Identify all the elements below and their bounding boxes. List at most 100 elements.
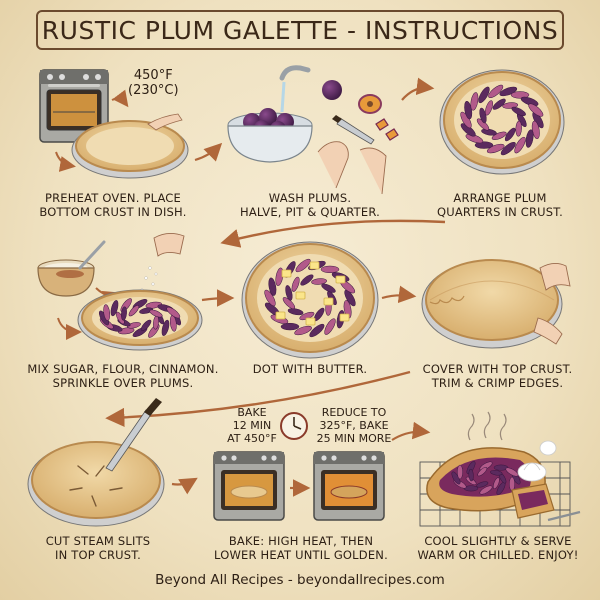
- hand-icon: [147, 113, 183, 131]
- step8-illustration: [213, 412, 431, 521]
- plum-slice: [499, 86, 518, 97]
- step6-illustration: [421, 259, 571, 349]
- plum-slice: [295, 258, 311, 273]
- plum-slice: [476, 481, 489, 488]
- step5-caption: DOT WITH BUTTER.: [252, 362, 368, 376]
- plum-slice: [504, 127, 516, 142]
- step5-illustration: [241, 241, 417, 359]
- plum-slice: [282, 297, 296, 310]
- step6-caption: COVER WITH TOP CRUST. TRIM & CRIMP EDGES…: [422, 362, 573, 390]
- step3-caption: ARRANGE PLUM QUARTERS IN CRUST.: [436, 191, 564, 219]
- plum-slice: [490, 470, 503, 476]
- page-title: RUSTIC PLUM GALETTE - INSTRUCTIONS: [41, 15, 559, 45]
- footer-credit: Beyond All Recipes - beyondallrecipes.co…: [155, 572, 445, 588]
- galette: [426, 447, 546, 512]
- plum-slice: [268, 277, 277, 296]
- plum-slice: [468, 468, 474, 482]
- plum-slice: [300, 274, 314, 286]
- fork-icon: [547, 510, 581, 522]
- step3-illustration: [439, 69, 565, 175]
- plum-slice: [486, 143, 505, 154]
- crimping-hand-lower: [533, 317, 563, 345]
- plum-slice: [264, 289, 276, 307]
- plum-slice: [294, 325, 312, 336]
- plum-slice: [492, 98, 506, 110]
- plum-slice: [515, 120, 522, 137]
- plum-slice: [481, 128, 497, 136]
- step9-illustration: [419, 411, 581, 527]
- reduce-note: REDUCE TO 325°F, BAKE 25 MIN MORE: [316, 406, 392, 445]
- plum-slice: [520, 96, 539, 107]
- knife-icon: [332, 115, 375, 145]
- plum-slice: [140, 319, 152, 331]
- bake-note: BAKE 12 MIN AT 450°F: [227, 406, 277, 445]
- plum-slice: [478, 86, 490, 104]
- oven-icon-high-heat: [213, 451, 285, 521]
- plum-slice: [121, 306, 127, 321]
- hand-left: [317, 141, 349, 189]
- plum-slice: [344, 289, 356, 307]
- clock-icon: [280, 412, 308, 440]
- knife-icon: [105, 398, 162, 472]
- plum-slices-ring: [98, 298, 182, 338]
- steam-slits: [69, 465, 123, 507]
- plum-slice: [485, 100, 493, 116]
- plum-slice: [287, 308, 304, 316]
- water-stream: [280, 81, 286, 113]
- oven-icon: [39, 69, 109, 143]
- step1-illustration: [39, 69, 223, 179]
- step2-illustration: [227, 65, 435, 195]
- plum-slice: [465, 133, 484, 144]
- plum-slice: [457, 464, 463, 480]
- step7-illustration: [27, 398, 198, 527]
- step9-caption: COOL SLIGHTLY & SERVE WARM OR CHILLED. E…: [417, 534, 579, 562]
- plum-slice: [311, 278, 327, 285]
- step1-caption: PREHEAT OVEN. PLACE BOTTOM CRUST IN DISH…: [39, 191, 187, 219]
- step7-caption: CUT STEAM SLITS IN TOP CRUST.: [45, 534, 151, 562]
- title-frame: RUSTIC PLUM GALETTE - INSTRUCTIONS: [36, 10, 564, 50]
- plum-slice: [493, 477, 500, 490]
- plum-slice: [110, 300, 119, 317]
- plum-slice: [161, 319, 170, 336]
- bottom-crust-dish: [71, 120, 189, 179]
- crimping-hand: [539, 263, 571, 291]
- plum-slice: [514, 136, 526, 154]
- plum-slice: [321, 283, 336, 293]
- plum-slices-ring: [460, 84, 544, 156]
- plum-slice: [500, 142, 516, 156]
- plum-slice: [291, 276, 300, 292]
- plum-slice: [479, 485, 493, 495]
- plum-slice: [528, 103, 544, 117]
- plum-slice: [509, 476, 515, 492]
- plum-slice: [309, 323, 325, 338]
- plum-slice: [491, 131, 507, 140]
- step1-temp: 450°F (230°C): [128, 68, 179, 98]
- steam-wisps: [467, 411, 507, 441]
- plum-halves: [322, 80, 399, 141]
- plum-slice: [510, 91, 530, 99]
- plum-slice: [166, 306, 181, 319]
- step8-caption: BAKE: HIGH HEAT, THEN LOWER HEAT UNTIL G…: [214, 534, 388, 562]
- plum-slice: [505, 467, 519, 477]
- plum-slice: [477, 466, 488, 477]
- mixing-bowl: [37, 240, 106, 297]
- plum-slice: [470, 92, 479, 111]
- faucet-icon: [279, 65, 311, 81]
- plum-slice: [280, 322, 300, 331]
- temp-f: 450°F: [133, 68, 173, 83]
- butter-pats: [275, 261, 350, 326]
- plum-slice: [324, 318, 336, 335]
- plum-slice: [275, 267, 284, 286]
- plum-slice: [285, 285, 293, 301]
- plum-slice: [320, 265, 340, 274]
- plum-slice: [139, 307, 154, 314]
- plum-slice: [488, 84, 504, 98]
- arrow-row1-to-row2: [220, 219, 446, 248]
- step4-illustration: [37, 233, 235, 351]
- oven-icon-low-heat: [313, 451, 385, 521]
- hand-right: [359, 147, 387, 195]
- plum-slice: [149, 309, 163, 318]
- plum-slice: [126, 322, 141, 329]
